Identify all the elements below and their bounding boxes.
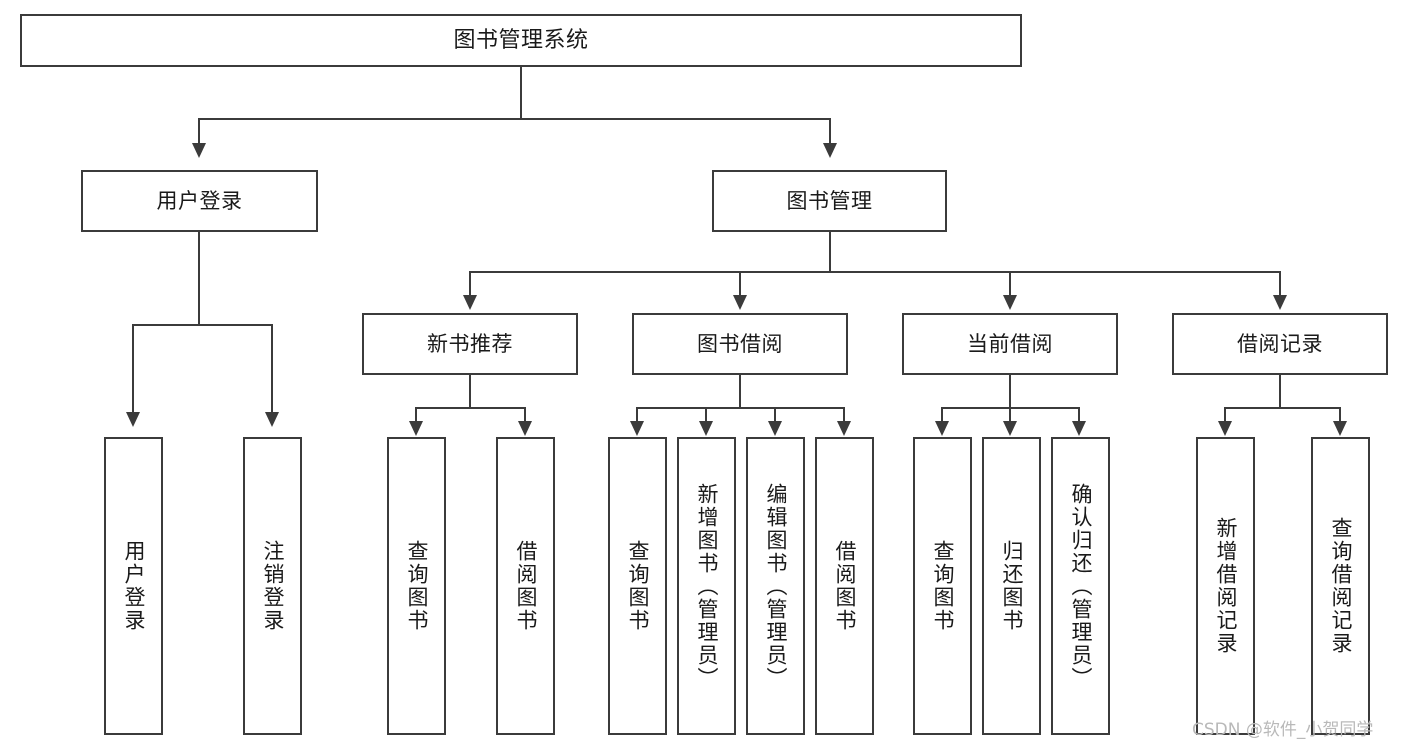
connector-drop-new-book-recommend <box>469 271 471 295</box>
arrowhead-user-login <box>192 143 206 158</box>
connector-drop-edit-book <box>774 407 776 423</box>
node-label: 查询图书 <box>626 540 650 632</box>
arrowhead-query-book-2 <box>630 421 644 436</box>
node-label: 新书推荐 <box>427 331 513 356</box>
node-label: 查询借阅记录 <box>1329 517 1353 655</box>
leaf-add-record[interactable]: 新增借阅记录 <box>1196 437 1255 735</box>
connector-drop-book-management <box>829 118 831 143</box>
node-label: 确认归还（管理员） <box>1069 482 1093 690</box>
connector-level3-bar <box>469 271 1280 273</box>
connector-book-borrow-trunk <box>739 375 741 407</box>
arrowhead-new-book-recommend <box>463 295 477 310</box>
connector-drop-borrow-book-2 <box>843 407 845 423</box>
connector-drop-query-book-3 <box>941 407 943 423</box>
node-book-management-system[interactable]: 图书管理系统 <box>20 14 1022 67</box>
arrowhead-add-book <box>699 421 713 436</box>
node-label: 用户登录 <box>122 540 146 632</box>
leaf-user-login[interactable]: 用户登录 <box>104 437 163 735</box>
connector-new-book-bar <box>415 407 525 409</box>
node-label: 归还图书 <box>1000 540 1024 632</box>
leaf-query-book-3[interactable]: 查询图书 <box>913 437 972 735</box>
connector-drop-add-book <box>705 407 707 423</box>
connector-drop-user-login <box>198 118 200 143</box>
node-label: 查询图书 <box>931 540 955 632</box>
connector-user-login-trunk <box>198 232 200 324</box>
connector-drop-book-borrow <box>739 271 741 295</box>
leaf-query-book-1[interactable]: 查询图书 <box>387 437 446 735</box>
leaf-query-book-2[interactable]: 查询图书 <box>608 437 667 735</box>
connector-drop-confirm-return <box>1078 407 1080 423</box>
connector-book-borrow-bar <box>636 407 844 409</box>
node-current-borrow[interactable]: 当前借阅 <box>902 313 1118 375</box>
arrowhead-borrow-book-2 <box>837 421 851 436</box>
node-label: 借阅图书 <box>514 540 538 632</box>
connector-book-management-trunk <box>829 232 831 271</box>
node-borrow-record[interactable]: 借阅记录 <box>1172 313 1388 375</box>
connector-drop-query-book-1 <box>415 407 417 423</box>
node-label: 新增图书（管理员） <box>695 482 719 690</box>
leaf-confirm-return[interactable]: 确认归还（管理员） <box>1051 437 1110 735</box>
connector-drop-return-book <box>1009 407 1011 423</box>
arrowhead-confirm-return <box>1072 421 1086 436</box>
node-label: 注销登录 <box>261 540 285 632</box>
node-user-login[interactable]: 用户登录 <box>81 170 318 232</box>
arrowhead-leaf-user-login <box>126 412 140 427</box>
leaf-edit-book[interactable]: 编辑图书（管理员） <box>746 437 805 735</box>
node-label: 图书管理系统 <box>453 27 589 53</box>
connector-borrow-record-trunk <box>1279 375 1281 407</box>
node-book-management[interactable]: 图书管理 <box>712 170 947 232</box>
connector-level2-bar <box>198 118 830 120</box>
arrowhead-edit-book <box>768 421 782 436</box>
connector-drop-query-book-2 <box>636 407 638 423</box>
node-label: 借阅图书 <box>833 540 857 632</box>
node-label: 编辑图书（管理员） <box>764 482 788 690</box>
node-label: 用户登录 <box>156 188 243 213</box>
connector-current-borrow-trunk <box>1009 375 1011 407</box>
node-label: 图书管理 <box>786 188 873 213</box>
connector-drop-query-record <box>1339 407 1341 423</box>
leaf-logout[interactable]: 注销登录 <box>243 437 302 735</box>
arrowhead-return-book <box>1003 421 1017 436</box>
connector-drop-leaf-user-login <box>132 324 134 412</box>
node-book-borrow[interactable]: 图书借阅 <box>632 313 848 375</box>
leaf-add-book[interactable]: 新增图书（管理员） <box>677 437 736 735</box>
leaf-return-book[interactable]: 归还图书 <box>982 437 1041 735</box>
connector-root-trunk <box>520 67 522 118</box>
arrowhead-query-book-1 <box>409 421 423 436</box>
arrowhead-current-borrow <box>1003 295 1017 310</box>
connector-drop-leaf-logout <box>271 324 273 412</box>
node-label: 借阅记录 <box>1237 331 1323 356</box>
connector-drop-borrow-record <box>1279 271 1281 295</box>
node-label: 图书借阅 <box>697 331 783 356</box>
arrowhead-query-record <box>1333 421 1347 436</box>
arrowhead-leaf-logout <box>265 412 279 427</box>
connector-drop-borrow-book-1 <box>524 407 526 423</box>
arrowhead-book-borrow <box>733 295 747 310</box>
connector-user-login-bar <box>132 324 272 326</box>
leaf-query-record[interactable]: 查询借阅记录 <box>1311 437 1370 735</box>
arrowhead-query-book-3 <box>935 421 949 436</box>
node-label: 查询图书 <box>405 540 429 632</box>
leaf-borrow-book-1[interactable]: 借阅图书 <box>496 437 555 735</box>
connector-new-book-trunk <box>469 375 471 407</box>
connector-drop-current-borrow <box>1009 271 1011 295</box>
connector-drop-add-record <box>1224 407 1226 423</box>
node-label: 当前借阅 <box>967 331 1053 356</box>
node-label: 新增借阅记录 <box>1214 517 1238 655</box>
arrowhead-borrow-book-1 <box>518 421 532 436</box>
arrowhead-book-management <box>823 143 837 158</box>
arrowhead-add-record <box>1218 421 1232 436</box>
leaf-borrow-book-2[interactable]: 借阅图书 <box>815 437 874 735</box>
connector-borrow-record-bar <box>1224 407 1340 409</box>
arrowhead-borrow-record <box>1273 295 1287 310</box>
node-new-book-recommend[interactable]: 新书推荐 <box>362 313 578 375</box>
